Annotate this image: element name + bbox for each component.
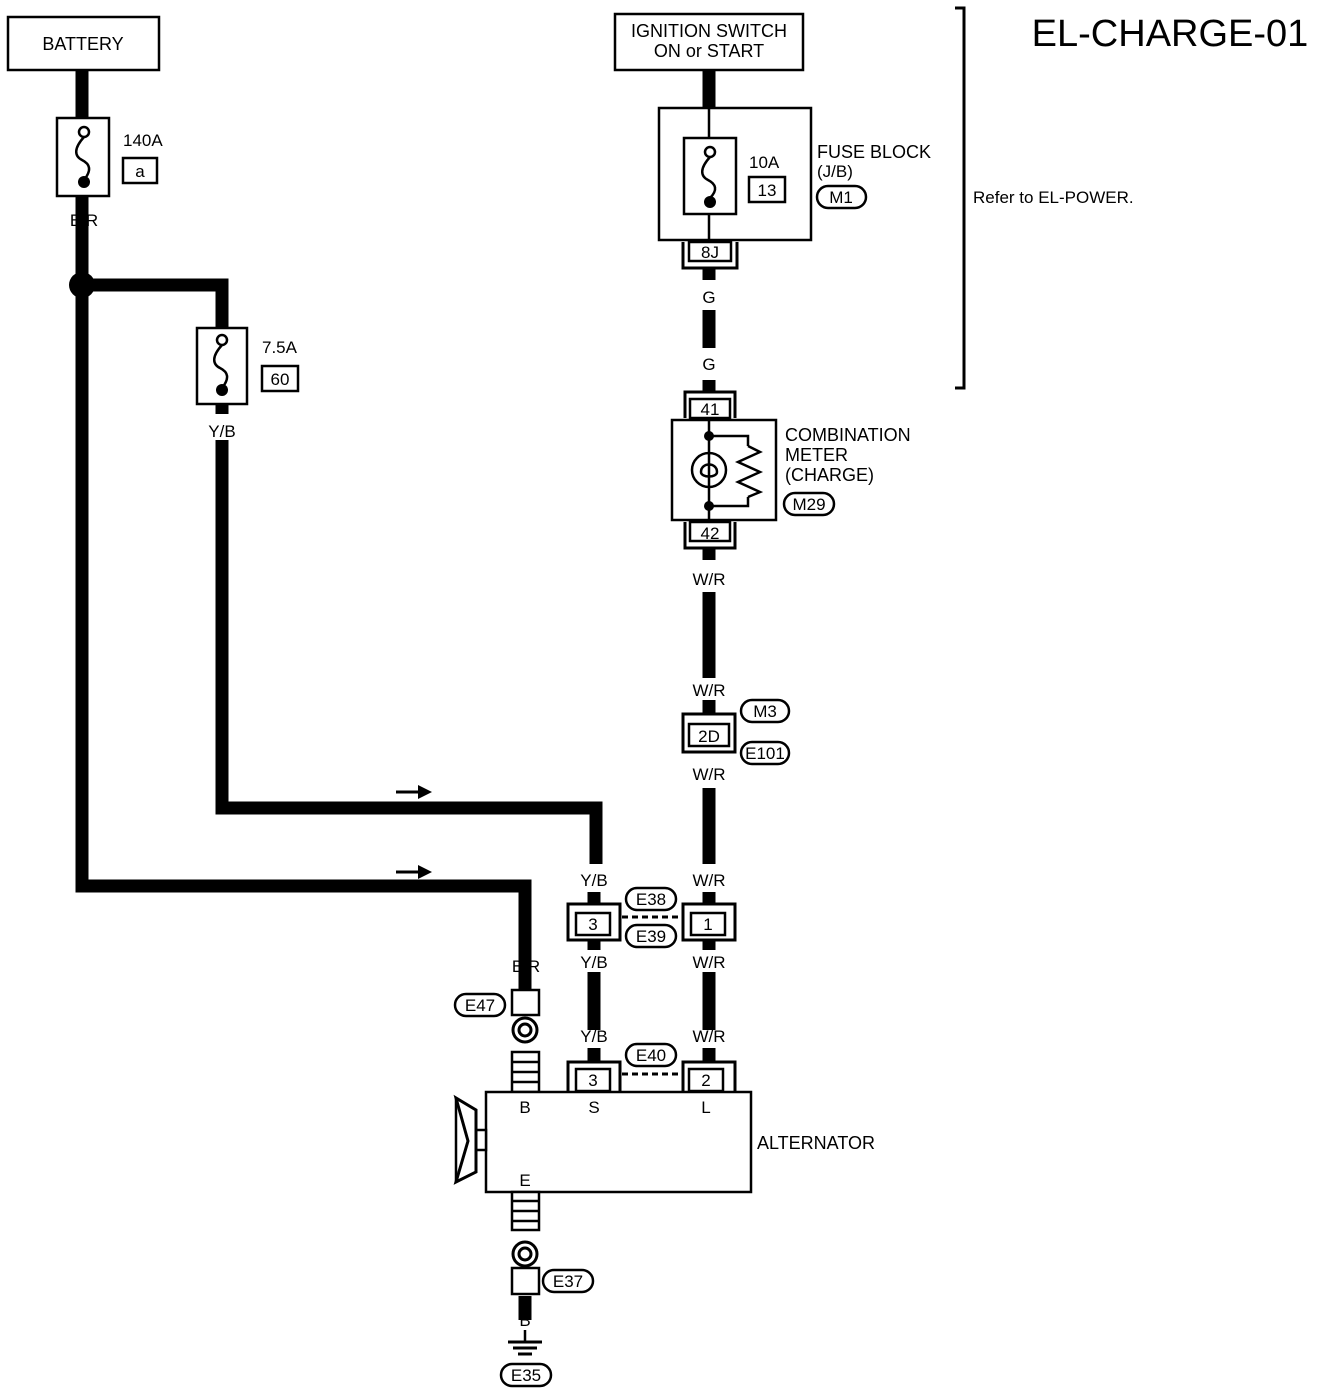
connector-m1-label: M1 [829, 188, 853, 207]
wire-yb [215, 440, 603, 864]
connector-e40-label: E40 [636, 1046, 666, 1065]
fuse-7-5a [195, 326, 249, 406]
wire-color-br-alt: B/R [512, 957, 540, 976]
terminal-41 [683, 390, 737, 420]
alternator-body [484, 1090, 753, 1194]
connector-e35-label: E35 [511, 1366, 541, 1385]
wires [75, 70, 716, 1320]
alternator-pulley-icon [453, 1094, 488, 1185]
connector-m29-label: M29 [792, 495, 825, 514]
fuse-10a-rating: 10A [749, 153, 780, 172]
refer-bracket [955, 6, 966, 390]
wire-color-yb-top: Y/B [208, 422, 235, 441]
splice-point [69, 272, 95, 298]
alternator-term-b: B [519, 1098, 530, 1117]
eyelet-e47-body [510, 988, 541, 1017]
connector-e40-pin-s: 3 [588, 1071, 597, 1090]
connector-e38-label: E38 [636, 890, 666, 909]
wire-color-yb-e39-bottom: Y/B [580, 953, 607, 972]
connector-m3-badge [739, 698, 791, 724]
connector-m1-badge [815, 184, 868, 210]
connector-m29-badge [782, 491, 836, 517]
wire-color-g-top: G [702, 288, 715, 307]
connector-e47-badge [453, 992, 507, 1018]
wire-color-wr-m3: W/R [692, 681, 725, 700]
fuse-140a-code: a [135, 162, 145, 181]
terminal-42-label: 42 [701, 524, 720, 543]
alternator-term-l: L [701, 1098, 710, 1117]
terminal-2d [681, 712, 737, 754]
terminal-41-label: 41 [701, 400, 720, 419]
connector-e101-badge [739, 740, 791, 766]
connector-e37-badge [541, 1268, 595, 1294]
terminal-42 [683, 520, 737, 550]
connector-e39-badge [624, 923, 678, 949]
connector-e40-badge [624, 1042, 678, 1068]
connector-e38-badge [624, 886, 678, 912]
wire-color-yb-e38-top: Y/B [580, 871, 607, 890]
wire-color-br-top: B/R [70, 211, 98, 230]
fuse-140a-code-box [121, 156, 159, 185]
page-title: EL-CHARGE-01 [1032, 13, 1309, 55]
fuse-140a [55, 116, 111, 198]
connector-e40-pin-l: 2 [701, 1071, 710, 1090]
arrow-br [396, 865, 432, 879]
combination-meter-line2: METER [785, 445, 848, 465]
connector-e35-badge [499, 1362, 553, 1388]
ignition-switch-line1: IGNITION SWITCH [631, 21, 787, 41]
connector-e39-label: E39 [636, 927, 666, 946]
wire-color-wr-meter: W/R [692, 570, 725, 589]
wire-color-wr-e101: W/R [692, 765, 725, 784]
combination-meter-line1: COMBINATION [785, 425, 911, 445]
wire-color-wr-e40: W/R [692, 1027, 725, 1046]
connector-m3-label: M3 [753, 702, 777, 721]
combination-meter-line3: (CHARGE) [785, 465, 874, 485]
terminal-2d-label: 2D [698, 727, 720, 746]
wire-color-yb-e40: Y/B [580, 1027, 607, 1046]
battery-label: BATTERY [42, 34, 123, 54]
connector-e40-s [566, 1060, 622, 1093]
fuse-75a-rating: 7.5A [262, 338, 298, 357]
charge-lamp-icon [690, 420, 764, 520]
wire-br-lower [75, 196, 532, 990]
eyelet-e37-body [510, 1266, 541, 1296]
stud-b-icon [510, 1050, 541, 1094]
ignition-switch-box [613, 12, 805, 72]
alternator-term-e: E [519, 1171, 530, 1190]
alternator-label: ALTERNATOR [757, 1133, 875, 1153]
fuse-13-box [747, 175, 787, 204]
eyelet-e47-ring [511, 1016, 539, 1044]
wire-color-wr-e39-bottom: W/R [692, 953, 725, 972]
connector-e101-label: E101 [745, 744, 785, 763]
battery-box [6, 15, 161, 72]
fuse-13-label: 13 [758, 181, 777, 200]
eyelet-e37-ring [511, 1240, 539, 1268]
ignition-switch-line2: ON or START [654, 41, 764, 61]
terminal-8j-label: 8J [701, 243, 719, 262]
refer-note: Refer to EL-POWER. [973, 188, 1134, 207]
arrow-yb [396, 785, 432, 799]
connector-e47-label: E47 [465, 996, 495, 1015]
fuse-block-line2: (J/B) [817, 162, 853, 181]
stud-e-icon [510, 1190, 541, 1232]
connector-e38-pin-wr: 1 [703, 915, 712, 934]
wire-br-branch [82, 278, 229, 328]
wire-color-b-ground: B [519, 1311, 530, 1330]
fuse-10a [682, 108, 738, 240]
connector-e38-pin-yb: 3 [588, 915, 597, 934]
connector-e38-wr [681, 902, 737, 942]
wire-color-wr-e38-top: W/R [692, 871, 725, 890]
connector-e37-label: E37 [553, 1272, 583, 1291]
fuse-75a-code-box [260, 364, 300, 393]
fuse-75a-code: 60 [271, 370, 290, 389]
alternator-term-s: S [588, 1098, 599, 1117]
fuse-block-line1: FUSE BLOCK [817, 142, 931, 162]
wire-color-g-bottom: G [702, 355, 715, 374]
fuse-140a-rating: 140A [123, 131, 163, 150]
ground-icon [508, 1330, 542, 1356]
